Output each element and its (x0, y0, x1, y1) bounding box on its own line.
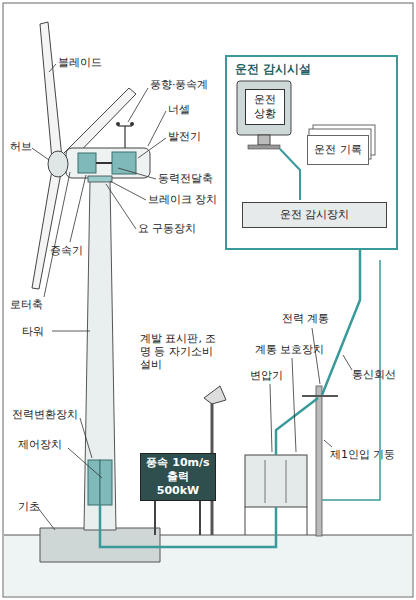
node-text: 운전 기록 (314, 143, 362, 157)
part-label: 계통 보호장치 (255, 343, 325, 356)
part-label: 전력변환장치 (12, 408, 78, 421)
node-text: 풍속 10m/s 출력 500kW (145, 456, 211, 498)
node-text: 운전 감시시설 (235, 62, 388, 76)
part-label: 요 구동장치 (138, 222, 197, 235)
part-label: 증속기 (50, 244, 83, 257)
part-label: 기초 (18, 500, 40, 513)
part-label: 로터축 (10, 298, 43, 311)
part-label: 동력전달축 (158, 172, 213, 185)
part-label: 브레이크 장치 (148, 193, 218, 206)
record-paper: 운전 기록 (307, 135, 369, 165)
monitor-screen: 운전 상황 (245, 89, 285, 125)
part-label: 통신회선 (352, 368, 396, 381)
part-label: 풍향·풍속계 (150, 78, 209, 91)
part-label: 제1인입 기둥 (330, 448, 396, 461)
part-label: 허브 (10, 140, 32, 153)
part-label: 변압기 (250, 369, 283, 382)
node-text: 운전 상황 (248, 93, 282, 121)
monitor-device-base: 운전 감시장치 (242, 202, 387, 228)
part-label: 계발 표시판, 조명 등 자기소비 설비 (140, 332, 224, 371)
part-label: 타워 (22, 325, 44, 338)
node-text: 운전 감시장치 (280, 208, 350, 222)
part-label: 너셀 (168, 103, 190, 116)
part-label: 발전기 (168, 130, 201, 143)
part-label: 전력 계통 (282, 312, 330, 325)
part-label: 블레이드 (58, 56, 102, 69)
sign-board: 풍속 10m/s 출력 500kW (140, 453, 216, 501)
facility-box: 운전 감시시설운전 상황운전 기록운전 감시장치 (225, 55, 398, 250)
part-label: 제어장치 (18, 438, 62, 451)
